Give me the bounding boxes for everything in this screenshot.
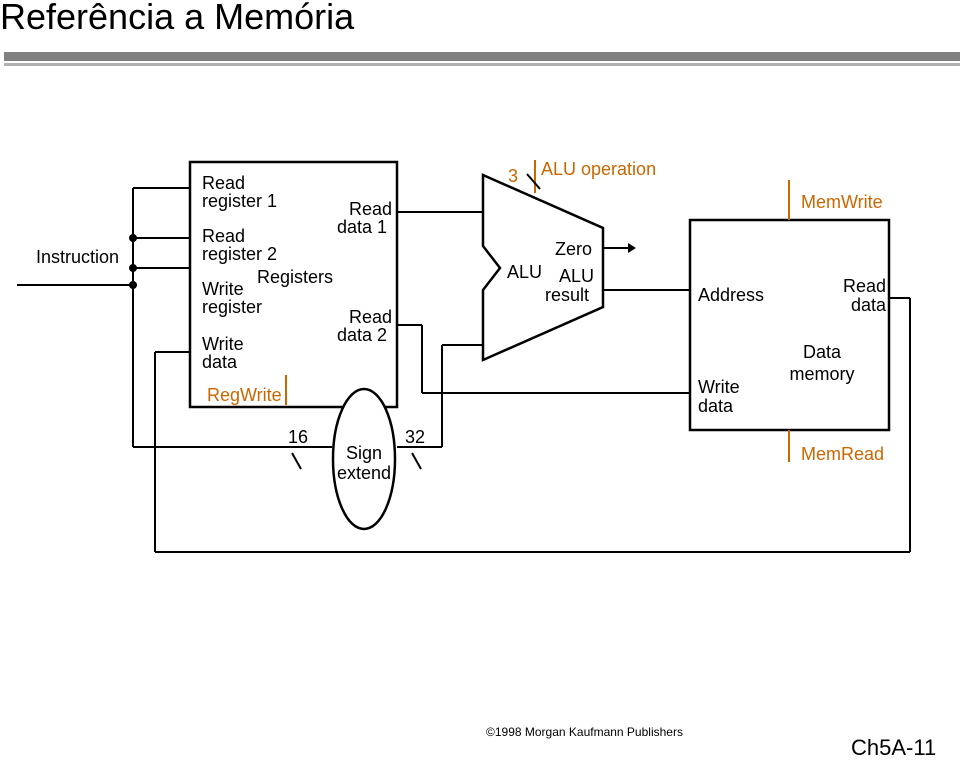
junction-dot xyxy=(129,264,137,272)
bus-width-slash-16 xyxy=(291,452,302,470)
junction-dot xyxy=(129,281,137,289)
junctions xyxy=(129,234,137,289)
read-data-1-label-a: Read xyxy=(349,199,392,219)
memread-label: MemRead xyxy=(801,444,884,464)
read-register-1-label-b: register 1 xyxy=(202,191,277,211)
wires xyxy=(17,187,911,553)
arrowheads xyxy=(628,243,636,253)
alu-result-label-a: ALU xyxy=(559,266,594,286)
read-data-2-label-b: data 2 xyxy=(337,325,387,345)
registers-label: Registers xyxy=(257,267,333,287)
write-data-label-a: Write xyxy=(202,334,244,354)
sign-extend-out-width: 32 xyxy=(405,427,425,447)
registers-block xyxy=(188,160,399,409)
bus-width-slash-3 xyxy=(526,173,541,190)
junction-dot xyxy=(129,234,137,242)
write-register-label-b: register xyxy=(202,297,262,317)
memory-read-data-label-b: data xyxy=(851,295,887,315)
regwrite-label: RegWrite xyxy=(207,385,282,405)
memwrite-label: MemWrite xyxy=(801,192,883,212)
memory-write-data-label-a: Write xyxy=(698,377,740,397)
sign-extend-in-width: 16 xyxy=(288,427,308,447)
memory-write-data-label-b: data xyxy=(698,396,734,416)
zero-arrowhead xyxy=(628,243,636,253)
bus-width-slash-32 xyxy=(411,452,422,470)
datapath-diagram: Instruction Read register 1 Read registe… xyxy=(17,159,911,553)
read-data-2-label-a: Read xyxy=(349,307,392,327)
sign-extend-label-b: extend xyxy=(337,463,391,483)
instruction-label: Instruction xyxy=(36,247,119,267)
read-register-2-label-b: register 2 xyxy=(202,244,277,264)
sign-extend-label-a: Sign xyxy=(346,443,382,463)
address-label: Address xyxy=(698,285,764,305)
read-register-2-label-a: Read xyxy=(202,226,245,246)
zero-label: Zero xyxy=(555,239,592,259)
sign-extend-unit xyxy=(331,387,397,531)
alu-operation-label: ALU operation xyxy=(541,159,656,179)
copyright-footer: ©1998 Morgan Kaufmann Publishers xyxy=(486,725,683,739)
alu-unit xyxy=(481,173,605,362)
write-data-label-b: data xyxy=(202,352,238,372)
title-rule xyxy=(4,52,960,63)
alu-op-width: 3 xyxy=(508,166,518,186)
data-memory-label-a: Data xyxy=(803,342,842,362)
write-register-label-a: Write xyxy=(202,279,244,299)
slide-title: Referência a Memória xyxy=(0,0,355,37)
slide-number: Ch5A-11 xyxy=(851,735,937,760)
alu-label: ALU xyxy=(507,262,542,282)
data-memory-label-b: memory xyxy=(789,364,854,384)
alu-result-label-b: result xyxy=(545,285,589,305)
read-register-1-label-a: Read xyxy=(202,173,245,193)
read-data-1-label-b: data 1 xyxy=(337,217,387,237)
memory-read-data-label-a: Read xyxy=(843,276,886,296)
